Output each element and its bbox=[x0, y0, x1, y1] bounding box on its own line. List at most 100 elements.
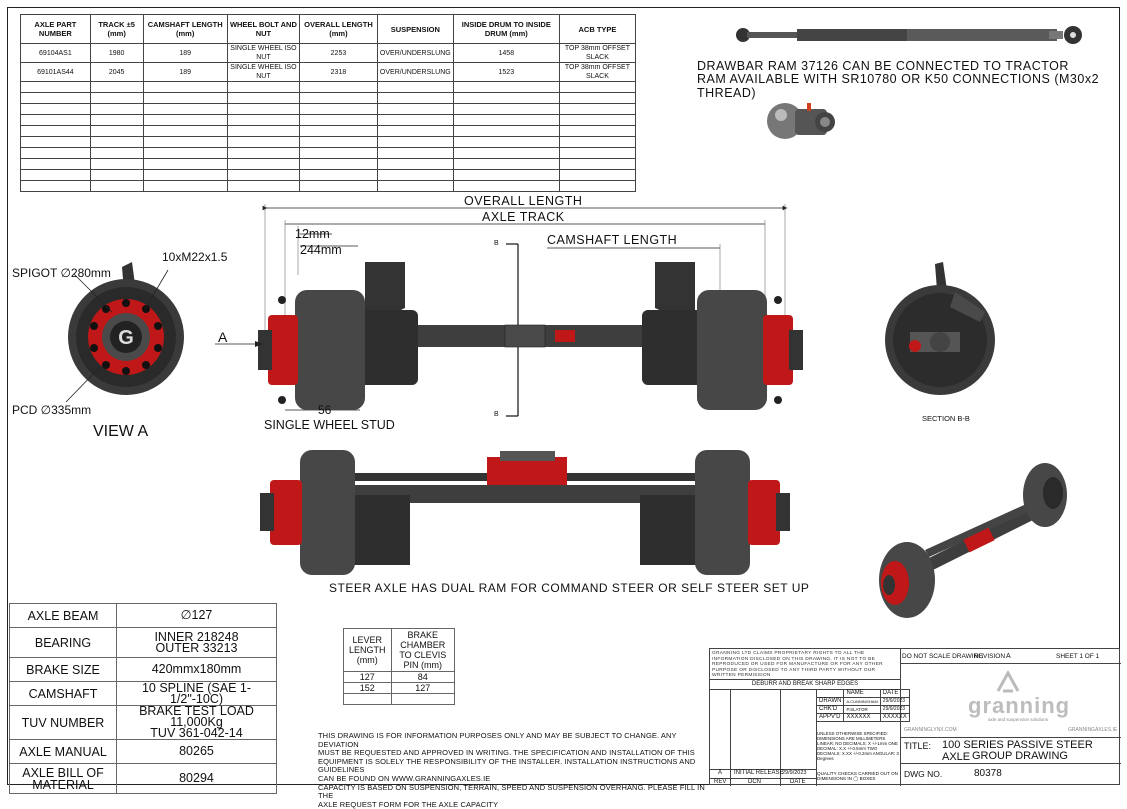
spec-cell bbox=[89, 180, 144, 192]
lever-cell: 84 bbox=[390, 671, 456, 683]
dwg-no-label: DWG NO. bbox=[904, 769, 943, 779]
title-line2: GROUP DRAWING bbox=[972, 750, 1068, 762]
spec-cell: 1458 bbox=[452, 43, 560, 63]
spec-cell: 189 bbox=[142, 62, 228, 82]
spec-cell: 69101AS44 bbox=[20, 62, 91, 82]
spec-cell bbox=[558, 114, 637, 126]
overall-length-label: OVERALL LENGTH bbox=[464, 194, 583, 208]
website-right: GRANNINGAXLES.IE bbox=[1068, 727, 1118, 733]
spec-cell bbox=[452, 136, 560, 148]
spec-cell bbox=[558, 169, 637, 181]
spec-cell bbox=[20, 81, 91, 93]
spec-cell bbox=[89, 114, 144, 126]
spec-cell bbox=[20, 114, 91, 126]
property-value: 80294 bbox=[116, 763, 277, 794]
disclaimer-line: THIS DRAWING IS FOR INFORMATION PURPOSES… bbox=[318, 731, 677, 749]
spec-cell bbox=[452, 103, 560, 115]
spec-cell bbox=[376, 103, 454, 115]
lever-cell: 127 bbox=[343, 671, 392, 683]
rev-value: A bbox=[718, 770, 723, 776]
spec-cell: 2318 bbox=[298, 62, 378, 82]
spec-cell bbox=[20, 136, 91, 148]
lever-cell bbox=[390, 693, 456, 705]
spec-cell bbox=[142, 103, 228, 115]
spec-header: AXLE PART NUMBER bbox=[20, 14, 91, 44]
spec-cell bbox=[226, 147, 300, 159]
spec-cell bbox=[452, 180, 560, 192]
spec-cell bbox=[226, 158, 300, 170]
ball-coupling-illustration bbox=[767, 103, 835, 139]
property-value: 10 SPLINE (SAE 1-1/2"-10C) bbox=[116, 681, 277, 706]
chkd-date: 29/9/2023 bbox=[879, 705, 910, 714]
drawn-date: 29/9/2023 bbox=[879, 697, 910, 706]
spec-cell: 2253 bbox=[298, 43, 378, 63]
disclaimer-line: MUST BE REQUESTED AND APPROVED IN WRITIN… bbox=[318, 748, 695, 758]
spec-cell: TOP 38mm OFFSET SLACK bbox=[558, 62, 637, 82]
spec-row bbox=[20, 136, 637, 148]
sheet-label: SHEET 1 OF 1 bbox=[1056, 653, 1100, 660]
spec-cell bbox=[226, 136, 300, 148]
property-value: INNER 218248 OUTER 33213 bbox=[116, 627, 277, 658]
chkd-label: CHK'D bbox=[815, 705, 845, 714]
pcd-label: PCD ∅335mm bbox=[12, 403, 92, 417]
spec-cell bbox=[142, 81, 228, 93]
spec-cell bbox=[452, 81, 560, 93]
tolerances-text: UNLESS OTHERWISE SPECIFIED: DIMENSIONS A… bbox=[817, 731, 899, 761]
property-label: AXLE MANUAL bbox=[9, 739, 117, 764]
lever-header: BRAKE CHAMBER TO CLEVIS PIN (mm) bbox=[390, 628, 456, 672]
spec-cell bbox=[142, 158, 228, 170]
spec-row bbox=[20, 92, 637, 104]
rev-header: REV bbox=[714, 779, 727, 785]
spec-cell bbox=[376, 125, 454, 137]
appvd-date: XXXXXX bbox=[879, 713, 910, 722]
spec-cell: SINGLE WHEEL ISO NUT bbox=[226, 43, 300, 63]
camshaft-length-label: CAMSHAFT LENGTH bbox=[547, 233, 678, 247]
spec-cell: OVER/UNDERSLUNG bbox=[376, 43, 454, 63]
spec-cell bbox=[89, 136, 144, 148]
property-label: TUV NUMBER bbox=[9, 705, 117, 740]
title-line1: 100 SERIES PASSIVE STEER AXLE bbox=[942, 739, 1093, 763]
disclaimer-line: CAN BE FOUND ON WWW.GRANNINGAXLES.IE bbox=[318, 773, 491, 783]
website-left: GRANNINGLYNX.COM bbox=[904, 727, 957, 733]
granning-tagline: axle and suspension solutions bbox=[988, 717, 1049, 722]
drawing-frame bbox=[7, 7, 1120, 785]
spec-cell: OVER/UNDERSLUNG bbox=[376, 62, 454, 82]
stud-spec-label: 10xM22x1.5 bbox=[162, 250, 228, 264]
spec-cell: 189 bbox=[142, 43, 228, 63]
quality-text: QUALITY CHECKS CARRIED OUT ON DIMENSIONS… bbox=[817, 771, 899, 782]
spec-cell bbox=[89, 125, 144, 137]
spec-cell bbox=[376, 92, 454, 104]
date-col-header: DATE bbox=[790, 779, 806, 785]
spec-cell bbox=[298, 169, 378, 181]
spec-cell bbox=[452, 158, 560, 170]
property-label: AXLE BEAM bbox=[9, 603, 117, 628]
spec-cell bbox=[226, 180, 300, 192]
spec-row bbox=[20, 169, 637, 181]
spec-cell bbox=[558, 147, 637, 159]
spec-cell bbox=[142, 136, 228, 148]
lever-length-table: LEVER LENGTH (mm)BRAKE CHAMBER TO CLEVIS… bbox=[343, 628, 456, 705]
spec-cell bbox=[226, 92, 300, 104]
spec-cell bbox=[298, 147, 378, 159]
dcn-value: INITIAL RELEASE bbox=[734, 770, 784, 776]
spec-cell bbox=[89, 158, 144, 170]
spec-cell bbox=[226, 169, 300, 181]
property-label: BEARING bbox=[9, 627, 117, 658]
disclaimer-text: THIS DRAWING IS FOR INFORMATION PURPOSES… bbox=[318, 731, 710, 809]
section-b-b-drawing bbox=[885, 262, 995, 395]
spec-header: CAMSHAFT LENGTH (mm) bbox=[142, 14, 228, 44]
spec-cell bbox=[558, 158, 637, 170]
spec-cell bbox=[298, 103, 378, 115]
spec-row bbox=[20, 180, 637, 192]
spec-row bbox=[20, 125, 637, 137]
spec-header: TRACK ±5 (mm) bbox=[89, 14, 144, 44]
spec-cell bbox=[89, 81, 144, 93]
drawbar-note-line2: RAM AVAILABLE WITH SR10780 OR K50 CONNEC… bbox=[697, 72, 1100, 100]
spec-cell bbox=[142, 147, 228, 159]
disclaimer-line: EQUIPMENT IS SOLELY THE RESPONSIBILITY O… bbox=[318, 756, 696, 775]
